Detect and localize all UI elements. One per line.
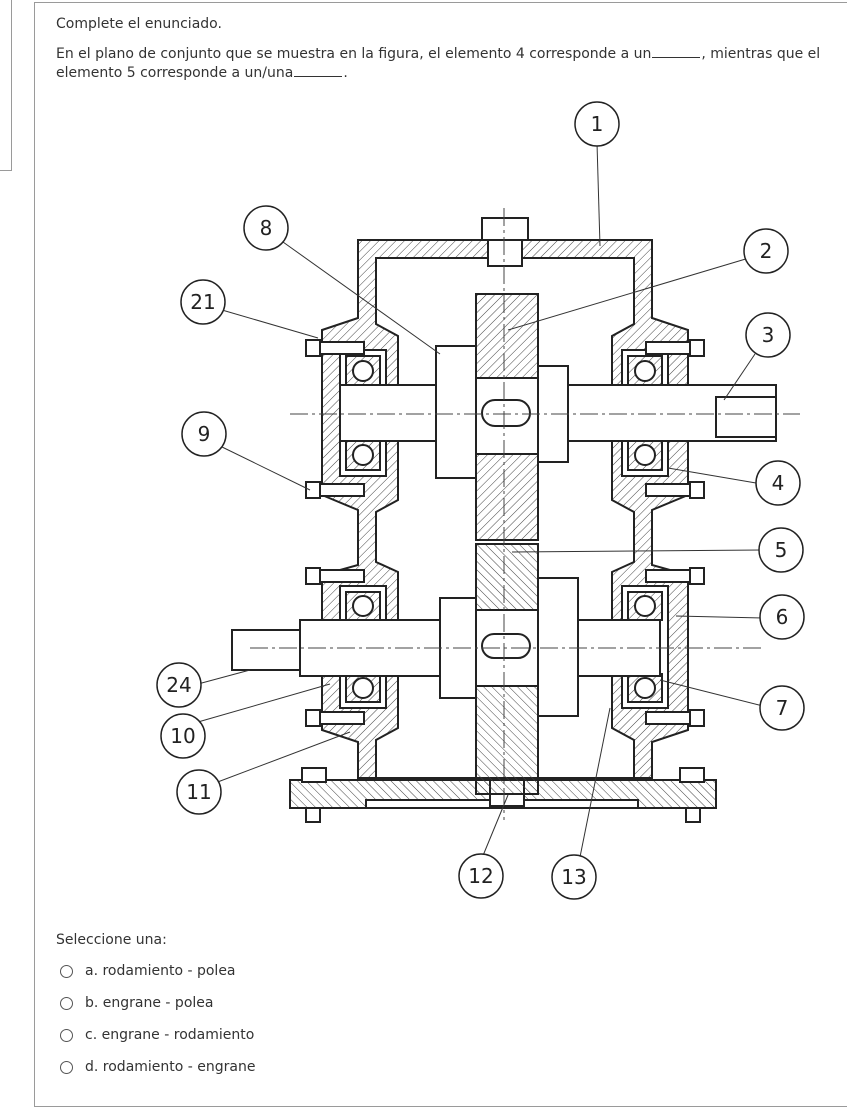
callout-12-label: 12 (468, 864, 493, 888)
callout-6: 6 (759, 594, 805, 640)
option-b-label[interactable]: b. engrane - polea (85, 995, 214, 1011)
question-prompt: Complete el enunciado. (56, 16, 222, 32)
option-a-radio[interactable] (60, 964, 73, 978)
stem-line-1-tail: , mientras que el (701, 46, 821, 62)
stem-line-2-tail: . (343, 65, 348, 81)
callout-5: 5 (758, 527, 804, 573)
select-one-label: Seleccione una: (56, 932, 167, 948)
callout-6-label: 6 (776, 605, 789, 629)
question-stem: En el plano de conjunto que se muestra e… (56, 45, 847, 83)
callout-21-label: 21 (190, 290, 215, 314)
callout-4-label: 4 (772, 471, 785, 495)
option-c[interactable]: c. engrane - rodamiento (60, 1019, 255, 1051)
callout-10-label: 10 (170, 724, 195, 748)
callout-11-label: 11 (186, 780, 211, 804)
callout-12: 12 (458, 853, 504, 899)
callout-2-label: 2 (760, 239, 773, 263)
callout-11: 11 (176, 769, 222, 815)
option-d-label[interactable]: d. rodamiento - engrane (85, 1059, 256, 1075)
callout-8: 8 (243, 205, 289, 251)
callout-8-label: 8 (260, 216, 273, 240)
callout-13-label: 13 (561, 865, 586, 889)
option-c-radio[interactable] (60, 1028, 73, 1042)
answer-blank-2 (294, 64, 343, 77)
centerlines (250, 208, 800, 820)
upper-shaft-assembly (305, 293, 777, 541)
answer-blank-1 (652, 45, 701, 58)
gearbox-assembly-drawing: 1 2 3 4 5 6 7 8 9 10 11 12 13 21 24 (156, 101, 805, 900)
option-b-radio[interactable] (60, 996, 73, 1010)
option-b[interactable]: b. engrane - polea (60, 987, 255, 1019)
option-a[interactable]: a. rodamiento - polea (60, 955, 255, 987)
callout-4: 4 (755, 460, 801, 506)
callout-1-label: 1 (591, 112, 604, 136)
callout-24: 24 (156, 662, 202, 708)
part-callouts: 1 2 3 4 5 6 7 8 9 10 11 12 13 21 24 (156, 101, 805, 900)
stem-line-2: elemento 5 corresponde a un/una (56, 65, 294, 81)
stem-line-1: En el plano de conjunto que se muestra e… (56, 46, 652, 62)
callout-13: 13 (551, 854, 597, 900)
callout-10: 10 (160, 713, 206, 759)
option-c-label[interactable]: c. engrane - rodamiento (85, 1027, 255, 1043)
lower-shaft-assembly (231, 543, 705, 795)
leader-lines (197, 142, 764, 859)
callout-1: 1 (574, 101, 620, 147)
callout-9-label: 9 (198, 422, 211, 446)
callout-3: 3 (745, 312, 791, 358)
callout-2: 2 (743, 228, 789, 274)
option-a-label[interactable]: a. rodamiento - polea (85, 963, 236, 979)
callout-7-label: 7 (776, 696, 789, 720)
callout-3-label: 3 (762, 323, 775, 347)
adjacent-panel-edge (0, 0, 12, 171)
callout-21: 21 (180, 279, 226, 325)
answer-options: a. rodamiento - polea b. engrane - polea… (60, 955, 255, 1083)
question-panel (34, 2, 847, 1107)
callout-9: 9 (181, 411, 227, 457)
callout-24-label: 24 (166, 673, 191, 697)
callout-5-label: 5 (775, 538, 788, 562)
option-d[interactable]: d. rodamiento - engrane (60, 1051, 255, 1083)
option-d-radio[interactable] (60, 1060, 73, 1074)
callout-7: 7 (759, 685, 805, 731)
